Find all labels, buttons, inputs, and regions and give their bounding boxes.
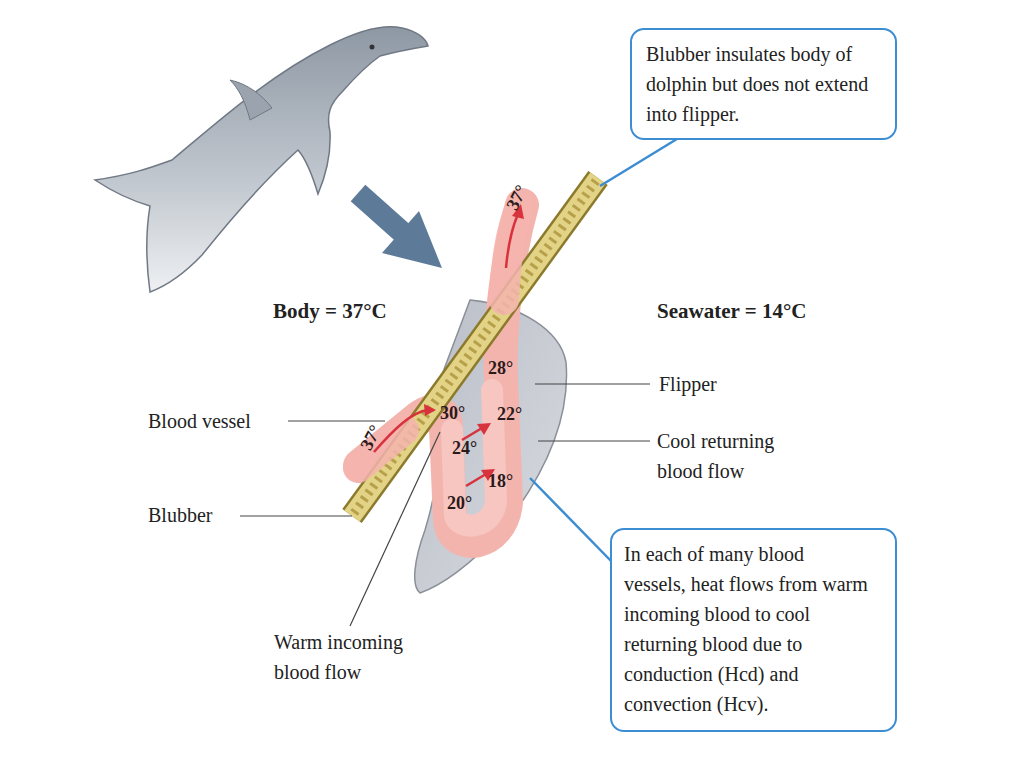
part-label: Blubber	[148, 500, 212, 530]
temperature-value: 28°	[488, 358, 513, 378]
view-arrow-shaft	[358, 193, 404, 234]
callout-text: In each of many blood vessels, heat flow…	[624, 539, 869, 719]
view-arrow-head	[382, 211, 442, 268]
callout-box: In each of many blood vessels, heat flow…	[610, 528, 897, 732]
part-label: Warm incoming blood flow	[274, 627, 449, 687]
leader-line	[535, 383, 650, 384]
temperature-value: 20°	[447, 493, 472, 513]
leader-line	[240, 515, 352, 516]
flow-arrow	[506, 214, 518, 268]
callout-pointer	[530, 478, 612, 562]
part-label: Blood vessel	[148, 406, 251, 436]
blubber-band-edge	[352, 178, 598, 516]
blubber-band	[352, 178, 598, 516]
dolphin-eye	[370, 45, 375, 50]
callout-text: Blubber insulates body of dolphin but do…	[646, 39, 883, 129]
region-label: Body = 37°C	[273, 296, 387, 326]
dolphin-body	[95, 27, 428, 292]
dolphin-fin	[230, 80, 272, 120]
heat-arrow	[466, 474, 486, 486]
leader-line	[538, 440, 650, 441]
leader-line	[350, 432, 440, 626]
region-label: Seawater = 14°C	[657, 296, 806, 326]
blubber-texture	[354, 181, 596, 513]
blood-vessel-over	[504, 208, 520, 300]
part-label: Flipper	[659, 369, 717, 399]
temperature-value: 22°	[497, 404, 522, 424]
temperature-value: 18°	[488, 471, 513, 491]
leader-line	[288, 420, 385, 421]
callout-box: Blubber insulates body of dolphin but do…	[630, 28, 897, 140]
temperature-value: 24°	[452, 438, 477, 458]
flow-arrow-head	[424, 404, 436, 416]
temperature-value: 30°	[440, 403, 465, 423]
part-label: Cool returning blood flow	[657, 426, 817, 486]
heat-arrow-head	[477, 423, 491, 435]
